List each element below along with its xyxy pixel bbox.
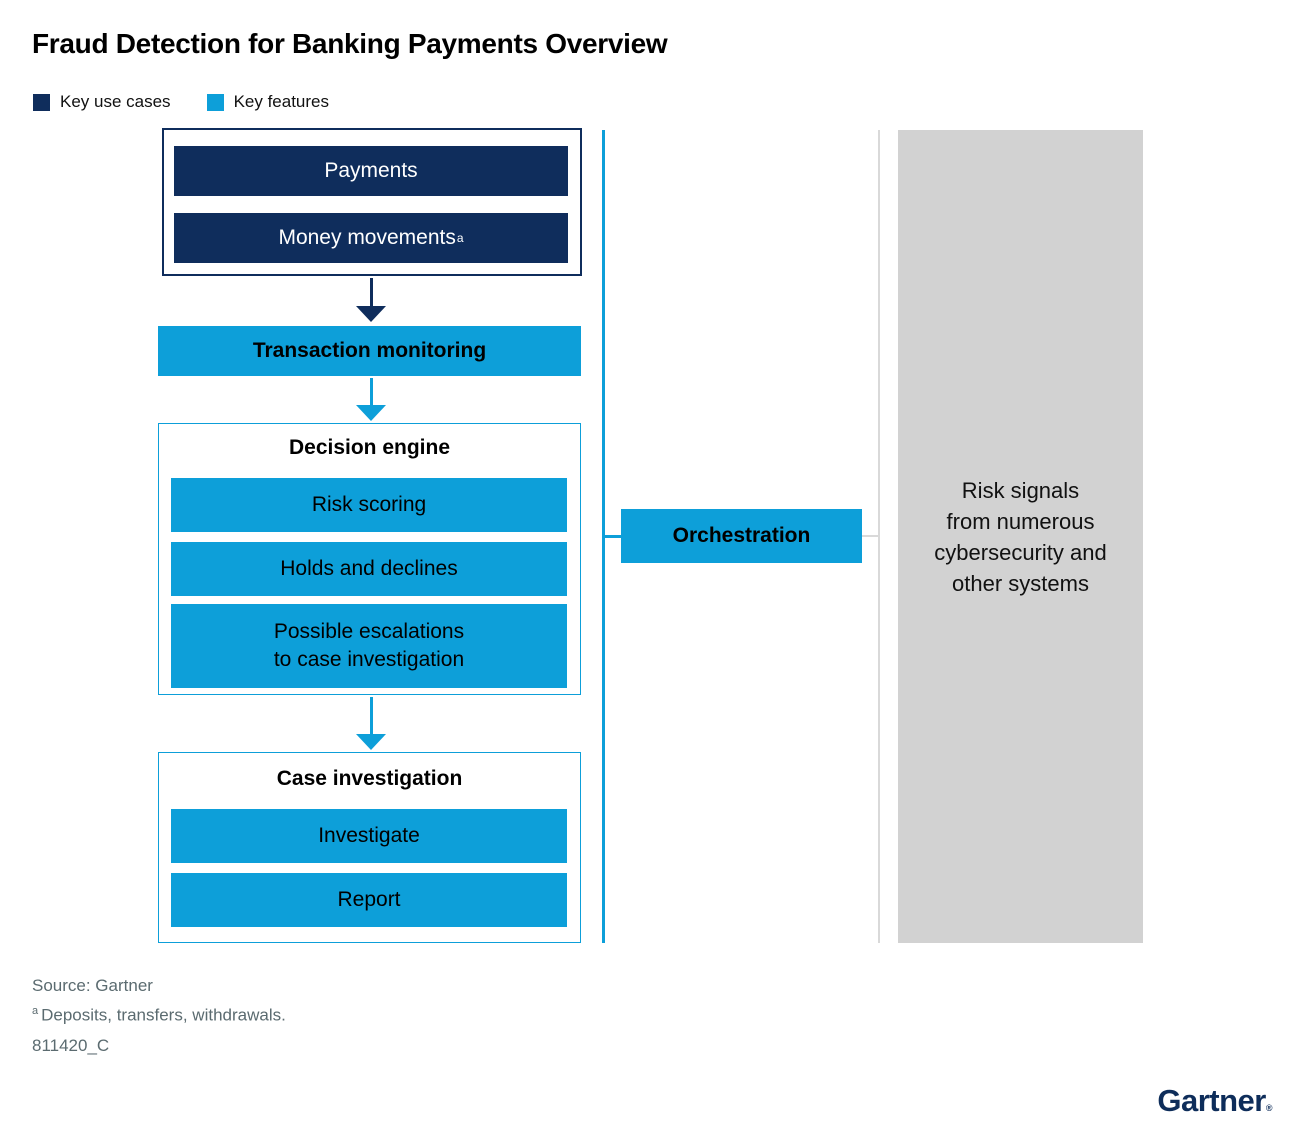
footnote-body: Deposits, transfers, withdrawals. [41, 1005, 286, 1025]
key-use-cases-swatch-icon [33, 93, 50, 111]
escalations-label: Possible escalations to case investigati… [273, 620, 465, 671]
arrow-head [356, 306, 386, 322]
legend-label-use-cases: Key use cases [60, 92, 171, 111]
arrow-stem [369, 697, 373, 734]
risk-scoring-box: Risk scoring [171, 478, 567, 532]
case-investigation-group-box: Case investigation Investigate Report [158, 752, 581, 943]
gartner-logo: Gartner® [1157, 1083, 1272, 1119]
source-text: Source: Gartner [32, 976, 153, 995]
arrow-head [356, 405, 386, 421]
legend-item-features: Key features [206, 92, 330, 112]
report-label: Report [337, 888, 401, 911]
gartner-logo-text: Gartner [1157, 1083, 1266, 1118]
arrow-down-icon [356, 697, 386, 750]
orchestration-right-connector-line [862, 535, 878, 537]
escalations-box: Possible escalations to case investigati… [171, 604, 567, 688]
payments-box: Payments [174, 146, 568, 196]
registered-trademark-icon: ® [1265, 1103, 1273, 1113]
legend-label-features: Key features [233, 92, 330, 111]
arrow-head [356, 734, 386, 750]
page-title: Fraud Detection for Banking Payments Ove… [32, 28, 668, 59]
money-movements-label: Money movements [278, 226, 456, 249]
investigate-box: Investigate [171, 809, 567, 863]
orchestration-vertical-line [602, 130, 605, 943]
transaction-monitoring-label: Transaction monitoring [252, 339, 487, 362]
orchestration-left-connector-line [605, 535, 621, 538]
risk-signals-vertical-line [878, 130, 880, 943]
arrow-stem [369, 378, 373, 405]
investigate-label: Investigate [318, 824, 420, 847]
orchestration-label: Orchestration [672, 524, 811, 547]
payments-label: Payments [324, 159, 418, 182]
risk-scoring-label: Risk scoring [311, 493, 427, 516]
arrow-stem [369, 278, 373, 306]
legend: Key use cases Key features [33, 92, 329, 112]
orchestration-box: Orchestration [621, 509, 862, 563]
money-movements-footnote-marker: a [456, 231, 464, 245]
holds-declines-box: Holds and declines [171, 542, 567, 596]
document-id: 811420_C [32, 1036, 110, 1055]
case-investigation-title: Case investigation [276, 767, 463, 790]
arrow-down-icon [356, 278, 386, 322]
decision-engine-title: Decision engine [288, 436, 451, 459]
risk-signals-panel: Risk signals from numerous cybersecurity… [898, 130, 1143, 943]
transaction-monitoring-box: Transaction monitoring [158, 326, 581, 376]
decision-engine-group-box: Decision engine Risk scoring Holds and d… [158, 423, 581, 695]
holds-declines-label: Holds and declines [280, 557, 458, 580]
report-box: Report [171, 873, 567, 927]
footnote-marker: a [32, 1005, 39, 1017]
risk-signals-text: Risk signals from numerous cybersecurity… [934, 477, 1107, 596]
arrow-down-icon [356, 378, 386, 421]
key-features-swatch-icon [206, 93, 224, 111]
legend-item-use-cases: Key use cases [33, 92, 171, 112]
